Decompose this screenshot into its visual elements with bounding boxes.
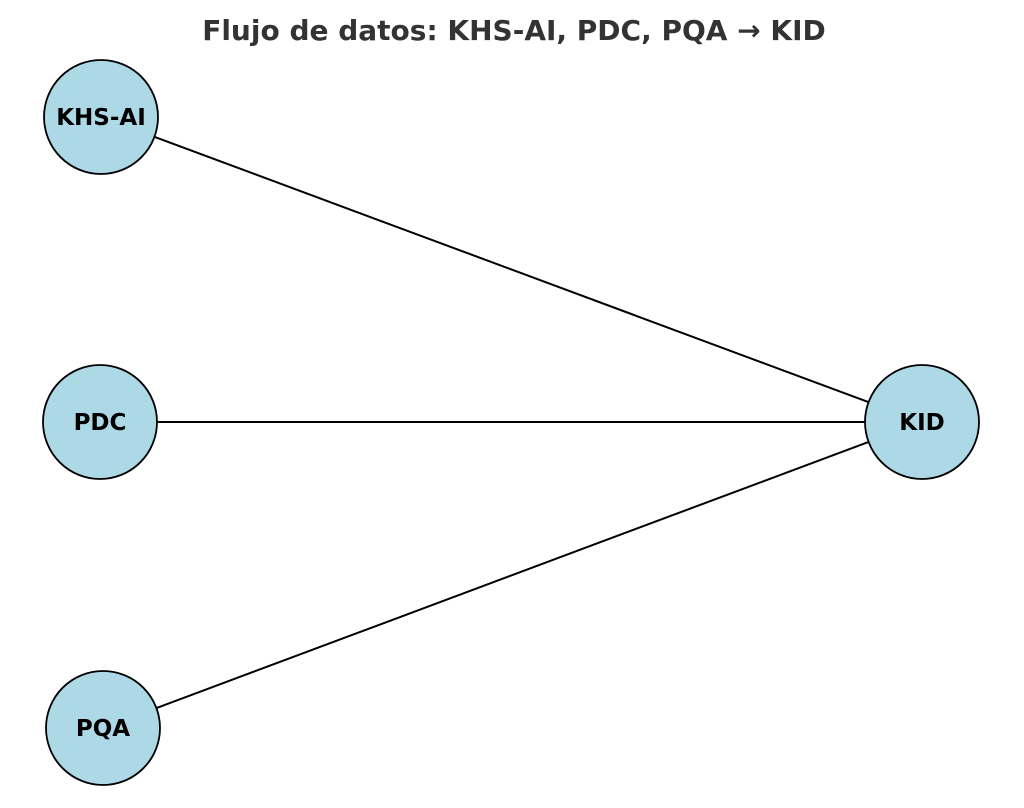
node-circle-pqa xyxy=(45,670,161,786)
node-circle-pdc xyxy=(42,364,158,480)
node-label-khs-ai: KHS-AI xyxy=(56,105,146,131)
node-circle-kid xyxy=(864,364,980,480)
edge-pqa-kid xyxy=(102,421,923,729)
node-circle-khs-ai xyxy=(43,59,159,175)
node-pqa: PQA xyxy=(45,670,161,786)
node-label-kid: KID xyxy=(899,410,944,436)
node-khs-ai: KHS-AI xyxy=(43,59,159,175)
edge-khsai-kid xyxy=(100,116,923,423)
node-kid: KID xyxy=(864,364,980,480)
node-label-pqa: PQA xyxy=(76,716,130,742)
node-pdc: PDC xyxy=(42,364,158,480)
node-label-pdc: PDC xyxy=(74,410,127,436)
diagram-title: Flujo de datos: KHS-AI, PDC, PQA → KID xyxy=(202,14,826,47)
